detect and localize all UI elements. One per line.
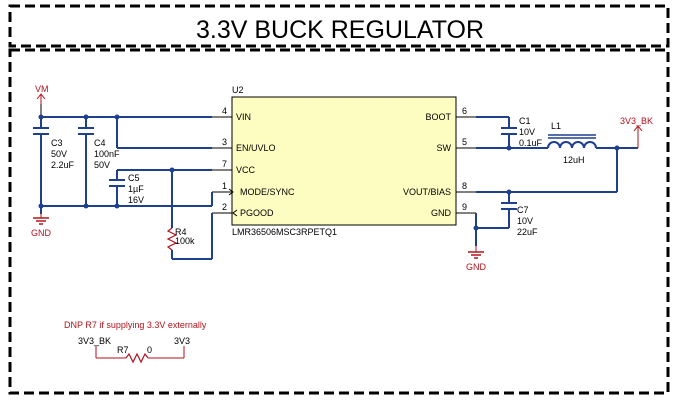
v3v3-bk-port-icon	[633, 125, 643, 132]
pin-name-boot: BOOT	[425, 112, 451, 122]
ic-ref: U2	[232, 85, 244, 95]
pin-num-vcc: 7	[222, 159, 227, 169]
r4-value: 100k	[175, 236, 195, 246]
c1-ref: C1	[519, 116, 531, 126]
pin-name-mode: MODE/SYNC	[240, 187, 295, 197]
c3-capacitor-symbol	[33, 127, 49, 135]
pin-name-sw: SW	[437, 143, 452, 153]
ground-label-left: GND	[31, 228, 52, 238]
c4-value: 100nF	[94, 149, 120, 159]
pin-num-boot: 6	[462, 106, 467, 116]
r7-right-net-label: 3V3	[174, 336, 190, 346]
c5-ref: C5	[128, 173, 140, 183]
schematic-frame	[8, 48, 670, 395]
pin-name-en: EN/UVLO	[236, 143, 276, 153]
l1-ref: L1	[551, 121, 561, 131]
c7-value: 22uF	[517, 227, 538, 237]
pin-num-en: 3	[222, 137, 227, 147]
c4-capacitor-symbol	[78, 127, 94, 135]
pin-num-vin: 4	[222, 106, 227, 116]
ic-body	[231, 96, 457, 226]
c1-value: 0.1uF	[519, 138, 543, 148]
l1-inductor-symbol	[547, 134, 597, 149]
pin-num-pgood: 2	[222, 202, 227, 212]
c1-capacitor-symbol	[501, 127, 517, 135]
mode-input-arrow-icon	[228, 188, 234, 196]
r7-value: 0	[147, 345, 152, 355]
pin-name-vin: VIN	[236, 112, 251, 122]
r7-ref: R7	[117, 345, 129, 355]
c5-capacitor-symbol	[109, 179, 125, 187]
c5-voltage: 16V	[128, 195, 144, 205]
r7-left-net-label: 3V3_BK	[78, 336, 111, 346]
pin-name-pgood: PGOOD	[240, 208, 274, 218]
pin-num-gnd: 9	[462, 202, 467, 212]
c3-voltage: 50V	[51, 149, 67, 159]
page-title: 3.3V BUCK REGULATOR	[196, 16, 484, 44]
pin-num-mode: 1	[222, 181, 227, 191]
c7-capacitor-symbol	[501, 202, 517, 210]
pgood-output-arrow-icon	[232, 209, 238, 217]
c5-value: 1µF	[128, 184, 144, 194]
dnp-note: DNP R7 if supplying 3.3V externally	[64, 320, 207, 330]
pin-num-vout: 8	[462, 181, 467, 191]
pin-name-vout: VOUT/BIAS	[403, 187, 451, 197]
ground-symbol-left-icon	[33, 214, 49, 225]
r4-resistor-symbol	[166, 227, 178, 251]
title-frame	[8, 4, 670, 48]
pin-num-sw: 5	[462, 137, 467, 147]
c7-voltage: 10V	[517, 216, 533, 226]
r4-ref: R4	[175, 227, 187, 237]
net-label-vm: VM	[35, 84, 49, 94]
c7-ref: C7	[517, 205, 529, 215]
l1-value: 12uH	[563, 155, 585, 165]
pin-name-gnd: GND	[431, 208, 452, 218]
c3-ref: C3	[51, 138, 63, 148]
ic-part: LMR36506MSC3RPETQ1	[232, 227, 337, 237]
ground-symbol-right-icon	[468, 246, 484, 259]
pin-name-vcc: VCC	[236, 165, 256, 175]
r7-resistor-symbol	[125, 352, 149, 364]
c1-voltage: 10V	[519, 127, 535, 137]
ground-label-right: GND	[466, 262, 487, 272]
c4-ref: C4	[94, 138, 106, 148]
c4-voltage: 50V	[94, 160, 110, 170]
vm-port-icon	[36, 93, 46, 100]
c3-value: 2.2uF	[51, 160, 75, 170]
net-label-3v3-bk: 3V3_BK	[620, 116, 653, 126]
